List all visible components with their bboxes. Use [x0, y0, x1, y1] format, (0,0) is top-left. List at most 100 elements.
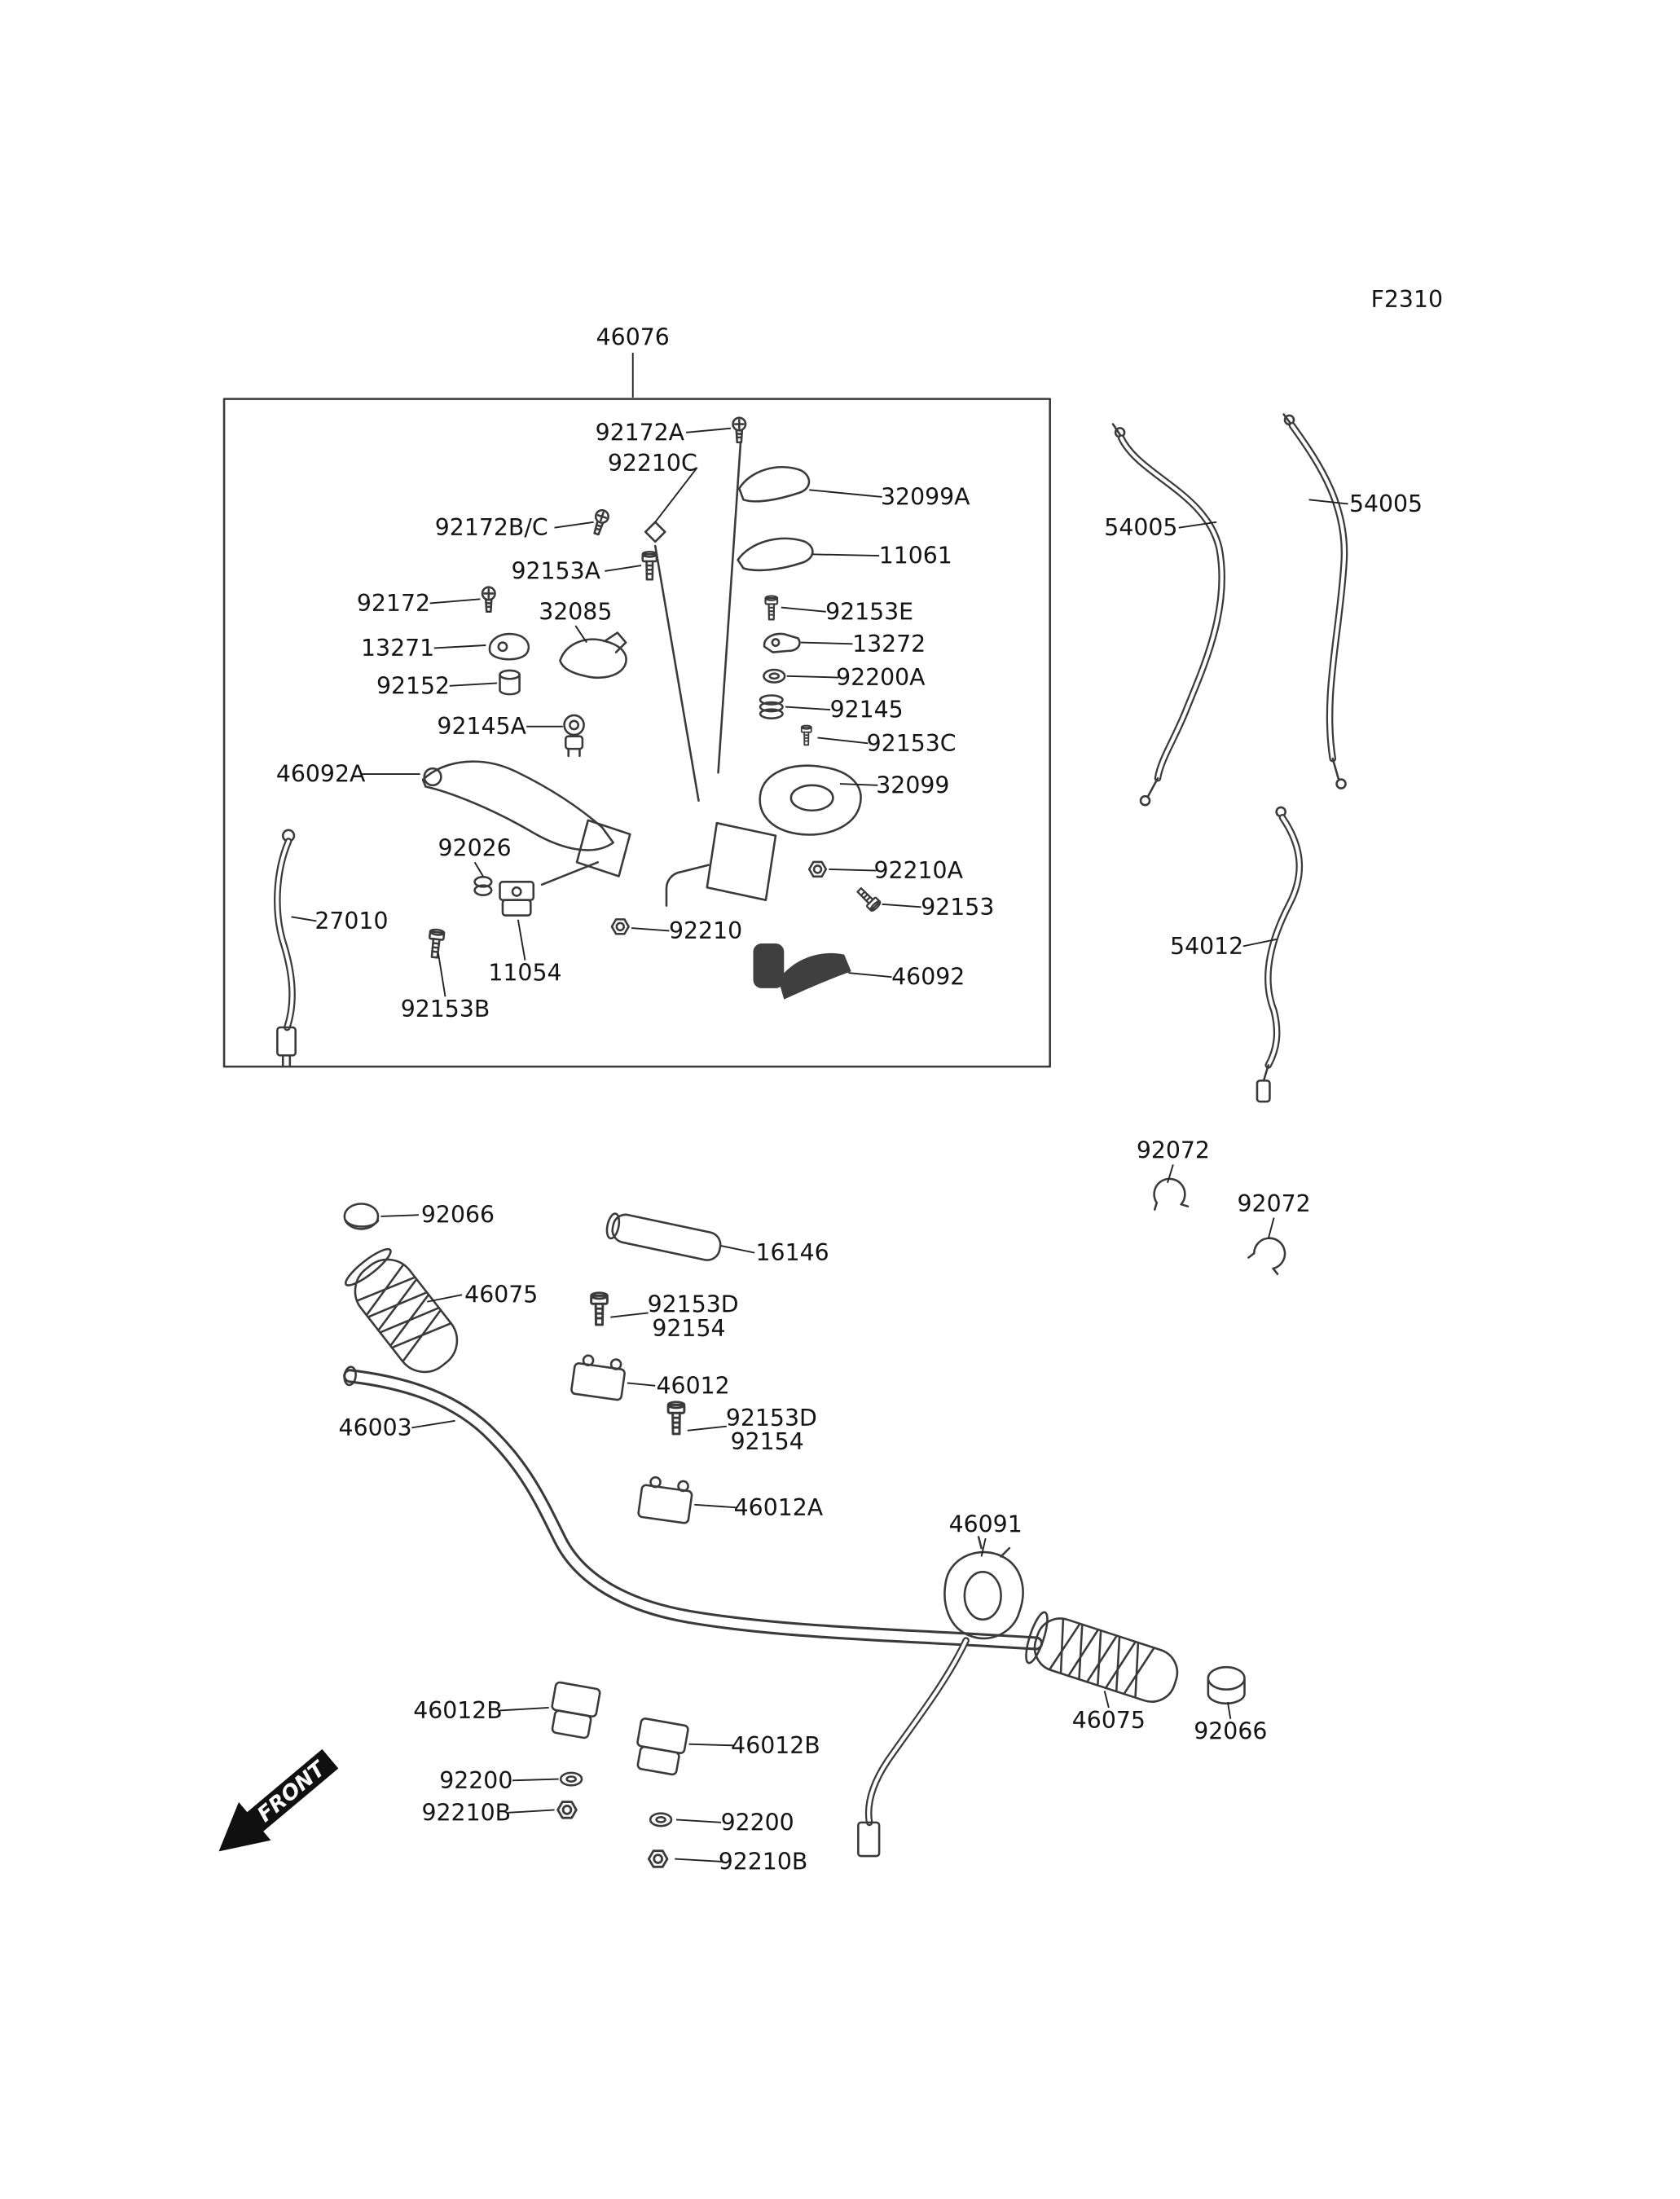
- part-number-text: 92026: [438, 835, 512, 862]
- part-number-text: 92066: [421, 1202, 495, 1229]
- washer-92200-left-drawing: [559, 1771, 583, 1787]
- grip-46075-left-drawing: [344, 1247, 459, 1374]
- part-label-54012: 54012: [1170, 933, 1278, 960]
- part-number-text: 92210B: [719, 1848, 808, 1875]
- part-label-46003: 46003: [339, 1414, 455, 1441]
- part-label-92210C: 92210C: [608, 450, 698, 523]
- leader-line: [1308, 499, 1348, 505]
- part-number-text: 13272: [852, 631, 926, 658]
- part-label-46092A: 46092A: [276, 761, 420, 788]
- part-number-text: 54005: [1349, 490, 1423, 517]
- washer-92200a-drawing: [763, 668, 786, 684]
- cable-54012-drawing: [1256, 806, 1303, 1103]
- part-label-54005: 54005: [1104, 514, 1217, 541]
- part-label-92172: 92172: [357, 590, 481, 617]
- part-number-text: 92152: [376, 672, 450, 699]
- leader-line: [848, 972, 892, 979]
- part-label-92145A: 92145A: [437, 713, 563, 740]
- leader-line: [675, 1858, 723, 1863]
- clamp-46012b-left-drawing: [551, 1681, 601, 1739]
- part-number-text: 92153D: [648, 1291, 739, 1318]
- part-number-text: 92172A: [596, 419, 685, 446]
- part-number-text: 92200: [721, 1809, 794, 1836]
- front-arrow-label: FRONT: [253, 1756, 332, 1827]
- part-number-text: 46003: [339, 1414, 412, 1441]
- assembly-box: [222, 398, 1051, 1068]
- part-label-46012B: 46012B: [688, 1732, 820, 1759]
- leader-line: [574, 625, 587, 644]
- leader-line: [554, 521, 594, 529]
- part-label-16146: 16146: [720, 1239, 829, 1266]
- part-label-92210: 92210: [631, 917, 742, 944]
- leader-line: [654, 467, 698, 523]
- part-number-text: 46012B: [413, 1697, 503, 1724]
- leader-line: [811, 553, 880, 556]
- part-label-32099A: 32099A: [809, 483, 970, 510]
- nut-92210b-right-drawing: [647, 1849, 669, 1868]
- bracket-32085-drawing: [559, 631, 627, 679]
- part-label-92072: 92072: [1238, 1190, 1311, 1239]
- grip-46075-right-drawing: [1025, 1611, 1179, 1703]
- clamp-11054-drawing: [499, 881, 535, 917]
- part-label-92200: 92200: [675, 1809, 794, 1836]
- part-number-text: 54012: [1170, 933, 1243, 960]
- choke-cable-27010-drawing: [274, 829, 297, 1068]
- leader-line: [685, 427, 732, 433]
- axis-line: [653, 544, 700, 802]
- part-number-text: 46092A: [276, 761, 366, 788]
- part-number-text: 11061: [879, 543, 952, 570]
- part-number-text: 92153: [921, 894, 994, 921]
- bolt-92153e-drawing: [764, 595, 779, 621]
- leader-line: [1103, 1691, 1110, 1709]
- part-number-text: 92153D: [726, 1405, 817, 1432]
- part-number-text: 92154: [731, 1428, 804, 1455]
- part-number-text: 54005: [1104, 514, 1177, 541]
- part-number-text: 92200: [439, 1767, 512, 1794]
- part-label-92153E: 92153E: [781, 598, 913, 625]
- part-number-text: 92200A: [836, 664, 926, 691]
- spacer-92026-drawing: [473, 876, 493, 896]
- part-label-46075: 46075: [427, 1282, 538, 1308]
- part-number-text: 92066: [1194, 1718, 1267, 1745]
- bracket-32099a-drawing: [738, 466, 811, 503]
- bolt-92153d-upper-drawing: [590, 1291, 609, 1326]
- part-number-text: 92145A: [437, 713, 526, 740]
- part-number-text: 46076: [596, 324, 670, 351]
- part-label-92154: 92154: [652, 1315, 725, 1342]
- part-label-92200: 92200: [439, 1767, 559, 1794]
- bolt-92153d-lower-drawing: [666, 1401, 686, 1436]
- plate-13271-drawing: [488, 632, 530, 661]
- leader-line: [839, 783, 878, 786]
- page-code: F2310: [1371, 286, 1443, 313]
- part-label-92210B: 92210B: [675, 1848, 807, 1875]
- leader-line: [512, 1778, 559, 1782]
- leader-line: [449, 682, 498, 687]
- part-number-text: 92172: [357, 590, 430, 617]
- part-number-text: 13271: [361, 635, 434, 662]
- leader-line: [1178, 521, 1217, 529]
- part-number-text: 92153C: [867, 730, 957, 757]
- part-label-54005: 54005: [1308, 490, 1423, 517]
- part-label-92153A: 92153A: [511, 557, 642, 584]
- leader-line: [1267, 1217, 1275, 1239]
- leader-line: [473, 861, 484, 877]
- cap-92066-right-drawing: [1207, 1665, 1246, 1705]
- part-label-92066: 92066: [1194, 1701, 1267, 1745]
- leader-line: [694, 1503, 737, 1509]
- bolt-92153a-drawing: [641, 550, 658, 581]
- part-label-46075: 46075: [1072, 1691, 1146, 1734]
- leader-line: [1242, 938, 1278, 948]
- leader-line: [1167, 1164, 1174, 1183]
- leader-line: [882, 903, 921, 908]
- brake-lever-assembly-drawing: [421, 760, 631, 886]
- clip-92210c-drawing: [644, 521, 666, 543]
- leader-line: [499, 1707, 549, 1712]
- part-number-text: 92210A: [873, 857, 963, 884]
- screw-92172-drawing: [481, 586, 496, 614]
- screw-92172a-drawing: [732, 416, 747, 444]
- part-number-text: 46012A: [734, 1494, 824, 1521]
- plate-13272-drawing: [763, 632, 801, 653]
- part-number-text: 92072: [1238, 1190, 1311, 1217]
